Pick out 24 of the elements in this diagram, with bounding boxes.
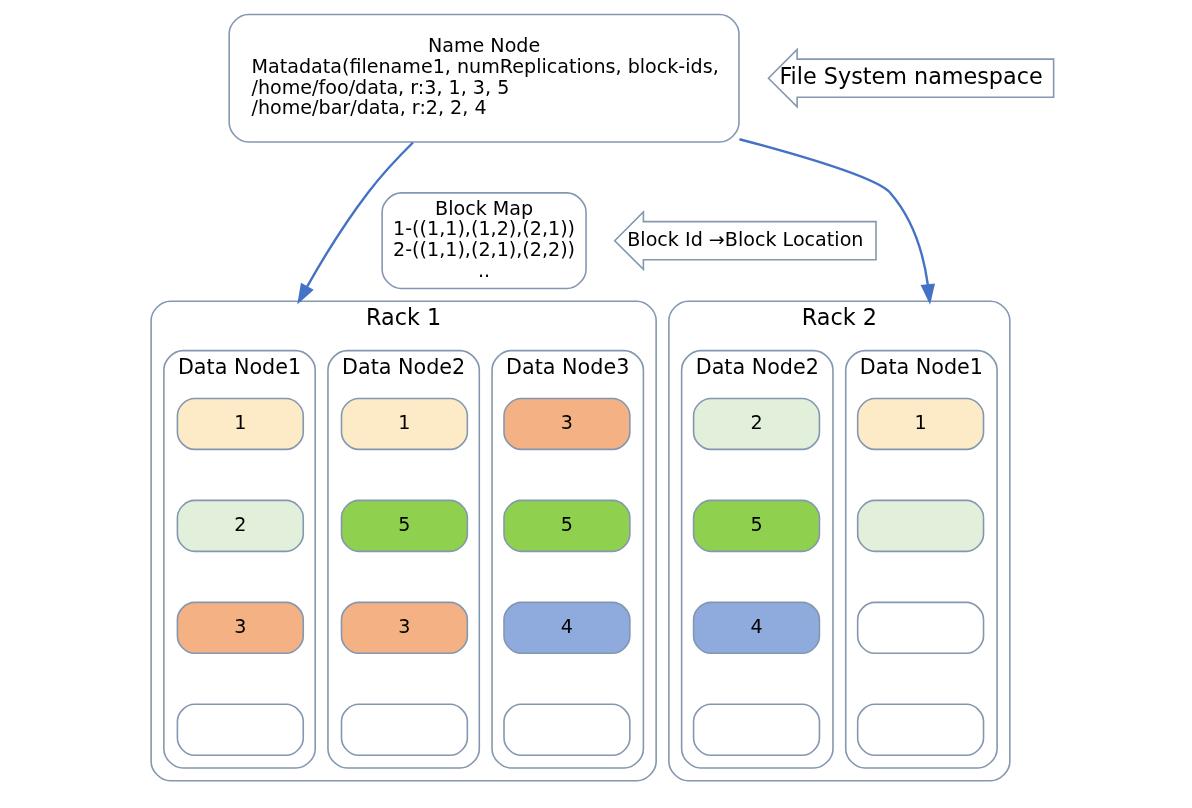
node-box: [856, 703, 985, 757]
node-box: 1: [340, 397, 469, 451]
node-box: [692, 703, 821, 757]
node-box: Name Node Matadata(filename1, numReplications, block-ids, /home/foo/data, r:3, 1, 3, 5 /home/bar/data, r:2, 2, 4: [228, 13, 740, 143]
node-box: [176, 703, 305, 757]
node-box: 5: [692, 499, 821, 553]
node-box: 1: [856, 397, 985, 451]
node-box: 5: [503, 499, 631, 553]
node-box: 2: [692, 397, 821, 451]
node-box: [340, 703, 469, 757]
node-box: 3: [503, 397, 631, 451]
node-box: 2: [176, 499, 305, 553]
node-box: 3: [340, 601, 469, 655]
arrow: [297, 141, 414, 305]
node-box: 5: [340, 499, 469, 553]
node-box: 4: [503, 601, 631, 655]
node-box: 4: [692, 601, 821, 655]
node-box: Block Map 1-((1,1),(1,2),(2,1)) 2-((1,1),(2,1),(2,2)) ..: [381, 192, 587, 290]
node-box: 3: [176, 601, 305, 655]
node-box: [856, 601, 985, 655]
node-box: [503, 703, 631, 757]
node-box: [856, 499, 985, 553]
node-box: 1: [176, 397, 305, 451]
arrow: [739, 138, 936, 305]
